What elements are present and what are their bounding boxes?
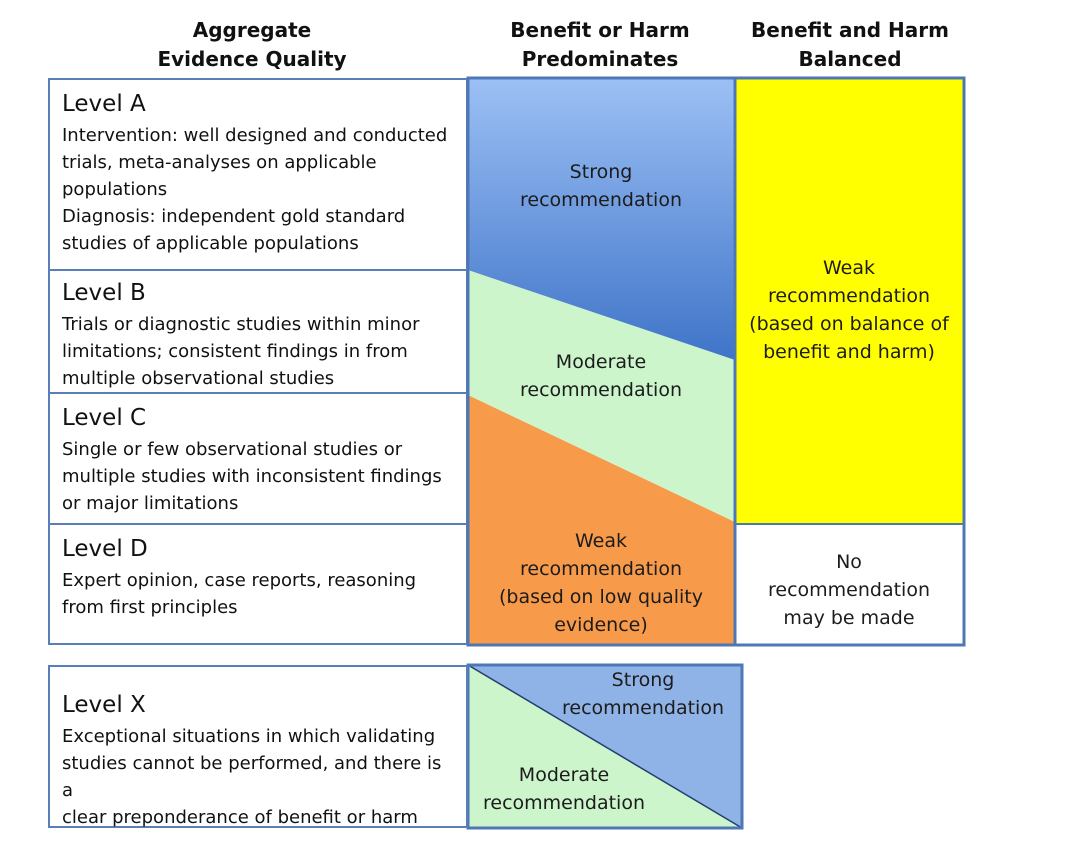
level-d-description: Expert opinion, case reports, reasoning …	[62, 567, 456, 621]
no-recommendation-label: No recommendation may be made	[768, 548, 930, 632]
level-d-title: Level D	[62, 536, 148, 562]
moderate-label-line2: recommendation	[519, 379, 683, 401]
no-recommendation-region	[735, 524, 964, 645]
level-c-desc-line: multiple studies with inconsistent findi…	[62, 466, 442, 487]
header-evidence-quality-line1: Aggregate	[192, 18, 312, 42]
strong-recommendation-region	[468, 78, 735, 360]
level-c-title: Level C	[62, 405, 147, 431]
level-d-desc-line: from first principles	[62, 597, 238, 618]
level-x-box: Level X Exceptional situations in which …	[48, 665, 468, 828]
x-moderate-line2: recommendation	[482, 792, 646, 814]
weak-low-line4: evidence)	[554, 614, 648, 636]
x-moderate-recommendation-label: Moderate recommendation	[483, 761, 645, 817]
strong-label-line2: recommendation	[519, 189, 683, 211]
level-a-description: Intervention: well designed and conducte…	[62, 122, 456, 257]
balanced-panel-border	[733, 76, 966, 647]
strong-label-line1: Strong	[569, 161, 633, 183]
weak-low-quality-label: Weak recommendation (based on low qualit…	[499, 527, 703, 639]
no-rec-line1: No	[836, 551, 862, 573]
x-strong-line1: Strong	[611, 669, 675, 691]
moderate-recommendation-label: Moderate recommendation	[520, 348, 682, 404]
moderate-label-line1: Moderate	[555, 351, 647, 373]
level-a-desc-line: Intervention: well designed and conducte…	[62, 125, 448, 146]
header-predominates-line2: Predominates	[521, 47, 679, 71]
level-a-desc-line: Diagnosis: independent gold standard	[62, 206, 406, 227]
header-balanced-line1: Benefit and Harm	[751, 18, 949, 42]
level-a-desc-line: trials, meta-analyses on applicable	[62, 152, 377, 173]
level-b-box: Level B Trials or diagnostic studies wit…	[48, 269, 468, 394]
level-a-title: Level A	[62, 91, 146, 117]
level-c-description: Single or few observational studies or m…	[62, 436, 456, 517]
header-benefit-or-harm-predominates: Benefit or Harm Predominates	[510, 16, 689, 74]
x-diagonal-divider	[467, 664, 743, 829]
level-c-box: Level C Single or few observational stud…	[48, 392, 468, 525]
level-x-desc-line: Exceptional situations in which validati…	[62, 726, 436, 747]
weak-low-line3: (based on low quality	[499, 586, 703, 608]
level-b-desc-line: Trials or diagnostic studies within mino…	[62, 314, 420, 335]
level-c-desc-line: Single or few observational studies or	[62, 439, 403, 460]
level-a-desc-line: studies of applicable populations	[62, 233, 359, 254]
weak-balance-line1: Weak	[822, 257, 876, 279]
x-moderate-line1: Moderate	[518, 764, 610, 786]
level-x-description: Exceptional situations in which validati…	[62, 723, 456, 831]
moderate-recommendation-region	[468, 270, 735, 522]
level-a-desc-line: populations	[62, 179, 168, 200]
weak-low-line2: recommendation	[519, 558, 682, 580]
weak-balance-line4: benefit and harm)	[763, 341, 935, 363]
weak-low-quality-region	[468, 395, 735, 645]
strong-recommendation-label: Strong recommendation	[520, 158, 682, 214]
level-c-desc-line: or major limitations	[62, 493, 239, 514]
weak-balance-line2: recommendation	[767, 285, 931, 307]
header-predominates-line1: Benefit or Harm	[510, 18, 690, 42]
no-rec-line3: may be made	[783, 607, 915, 629]
level-b-title: Level B	[62, 280, 146, 306]
level-x-desc-line: studies cannot be performed, and there i…	[62, 753, 442, 801]
level-d-box: Level D Expert opinion, case reports, re…	[48, 523, 468, 645]
level-d-desc-line: Expert opinion, case reports, reasoning	[62, 570, 417, 591]
header-evidence-quality: Aggregate Evidence Quality	[157, 16, 346, 74]
header-balanced-line2: Balanced	[798, 47, 902, 71]
level-x-title: Level X	[62, 692, 146, 718]
weak-low-line1: Weak	[574, 530, 627, 552]
x-strong-line2: recommendation	[561, 697, 725, 719]
level-b-desc-line: limitations; consistent findings in from	[62, 341, 408, 362]
no-rec-line2: recommendation	[767, 579, 931, 601]
weak-balance-region	[735, 78, 964, 524]
level-b-desc-line: multiple observational studies	[62, 368, 335, 389]
level-x-desc-line: clear preponderance of benefit or harm	[62, 807, 418, 828]
x-strong-recommendation-label: Strong recommendation	[562, 666, 724, 722]
level-b-description: Trials or diagnostic studies within mino…	[62, 311, 456, 392]
weak-balance-line3: (based on balance of	[749, 313, 949, 335]
x-panel-border	[466, 663, 744, 830]
header-benefit-and-harm-balanced: Benefit and Harm Balanced	[751, 16, 949, 74]
weak-balance-label: Weak recommendation (based on balance of…	[749, 254, 949, 366]
header-evidence-quality-line2: Evidence Quality	[157, 47, 347, 71]
